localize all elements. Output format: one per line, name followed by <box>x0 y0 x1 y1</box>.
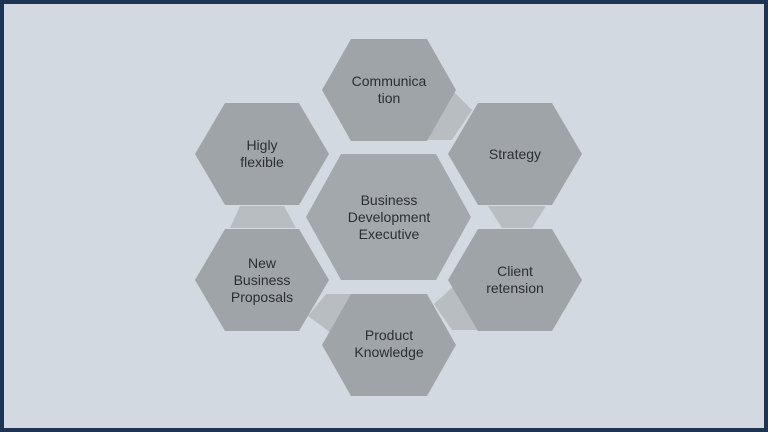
node-label-line: retension <box>486 280 544 296</box>
center-label-line: Executive <box>359 226 420 242</box>
hexagon-shape-center <box>306 154 471 280</box>
hexagon-shape <box>448 103 582 205</box>
hex-center-business-development-executive: Business Development Executive <box>306 154 471 280</box>
node-label-line: Business <box>234 272 291 288</box>
node-label-line: tion <box>378 90 401 106</box>
node-label-line: Product <box>365 327 413 343</box>
hex-higly-flexible: Higly flexible <box>195 103 329 205</box>
hexagon-shape <box>195 229 329 331</box>
node-label-line: New <box>248 255 277 271</box>
hexagon-shape <box>195 103 329 205</box>
connector-communication-strategy <box>428 90 472 140</box>
node-label-line: Proposals <box>231 289 293 305</box>
hex-strategy: Strategy <box>448 103 582 205</box>
node-label-line: Higly <box>246 137 277 153</box>
node-label-line: Communica <box>352 73 427 89</box>
connector-client-product <box>434 284 478 330</box>
node-label-line: Strategy <box>489 146 541 162</box>
hex-product-knowledge: Product Knowledge <box>322 294 456 396</box>
hex-client-retension: Client retension <box>448 229 582 331</box>
connector-strategy-client <box>488 206 546 228</box>
node-label-line: Client <box>497 263 533 279</box>
hexagon-shape <box>448 229 582 331</box>
center-label-line: Business <box>361 192 418 208</box>
hex-communication: Communica tion <box>322 39 456 141</box>
hex-new-business-proposals: New Business Proposals <box>195 229 329 331</box>
hexagon-shape <box>322 39 456 141</box>
hexagon-diagram: Communica tion Strategy Client retension… <box>195 39 582 396</box>
node-label-line: flexible <box>240 154 284 170</box>
connector-proposals-flexible <box>230 206 296 228</box>
hexagon-shape <box>322 294 456 396</box>
node-label-line: Knowledge <box>354 344 423 360</box>
center-label-line: Development <box>348 209 431 225</box>
